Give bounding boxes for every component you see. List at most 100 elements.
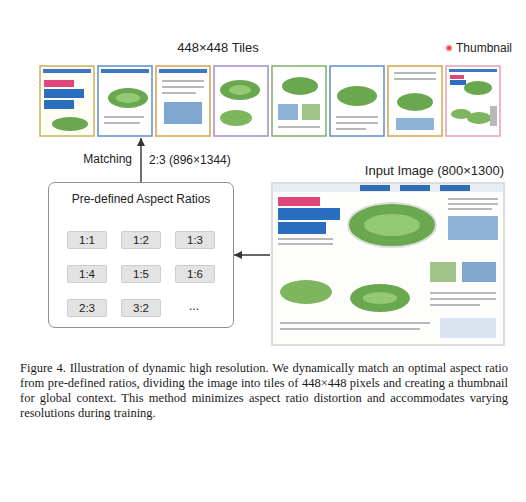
tile-bar [159, 69, 207, 73]
image-tab [440, 185, 470, 191]
tile-text [490, 106, 497, 126]
ratio-text: 1:2 [133, 232, 149, 248]
heading-text: Input Image (800×1300) [270, 163, 506, 178]
image-text [448, 198, 498, 200]
image-bar [273, 184, 503, 192]
image-text [448, 208, 492, 210]
tile-image [156, 66, 210, 136]
ratio-text: 1:3 [187, 232, 203, 248]
ratio-text: 2:3 [79, 300, 95, 316]
tile-frame [40, 66, 94, 136]
tile-image [98, 66, 152, 136]
tile-frame [156, 66, 210, 136]
ratio-panel: Pre-defined Aspect Ratios1:11:21:31:41:5… [48, 182, 234, 328]
tile-frame [388, 66, 442, 136]
ratio-box: 1:4 [67, 265, 107, 283]
image-stadium [363, 292, 397, 304]
tile-stadium [464, 81, 492, 95]
tile-photo [164, 102, 202, 124]
ratio-text: 1:6 [187, 266, 203, 282]
tile-text [336, 116, 378, 118]
ellipsis-label: ... [174, 299, 214, 313]
tile-text [278, 126, 320, 128]
image-text [280, 328, 420, 330]
image-text [430, 292, 496, 294]
tile-text [336, 128, 366, 130]
ratio-box: 3:2 [121, 299, 161, 317]
tile-text [394, 72, 436, 74]
tile-text [162, 80, 204, 82]
matching-label: Matching [60, 152, 132, 166]
tile-text [336, 122, 378, 124]
tile-frame [272, 66, 326, 136]
tile-photo [302, 104, 320, 120]
image-text [280, 322, 430, 324]
arrow-connector [140, 138, 141, 182]
tile-photo [278, 104, 298, 120]
heading-text: 448×448 Tiles [38, 40, 398, 55]
tile-stadium [282, 77, 318, 95]
tile-title [450, 75, 464, 79]
image-text [448, 203, 498, 205]
heading-text: Pre-defined Aspect Ratios [72, 192, 211, 206]
thumbnail-label: Thumbnail [456, 41, 516, 55]
tile-title [44, 89, 84, 98]
tile-text [162, 86, 204, 88]
image-frame [272, 183, 504, 345]
tile-photo [396, 118, 434, 130]
image-text [430, 298, 496, 300]
edge-label: 2:3 (896×1344) [147, 153, 233, 167]
image-stadium [280, 280, 332, 304]
tile-frame [98, 66, 152, 136]
tile-bar [101, 69, 149, 73]
tile-frame [214, 66, 268, 136]
tile-image [330, 66, 384, 136]
ratio-box: 1:5 [121, 265, 161, 283]
tile-image [214, 66, 268, 136]
ratio-box: 2:3 [67, 299, 107, 317]
tile-text [104, 122, 140, 124]
tile-stadium [229, 85, 251, 95]
tile-stadium [220, 80, 260, 100]
thumbnail-image [446, 66, 500, 136]
tile-stadium [108, 88, 148, 108]
image-stadium [364, 214, 420, 236]
image-photo [448, 216, 498, 240]
tile-text [104, 116, 144, 118]
input-image [272, 183, 504, 345]
tile-text [162, 92, 196, 94]
ratio-box: 1:6 [175, 265, 215, 283]
image-stadium [348, 203, 436, 247]
ratio-box: 1:3 [175, 231, 215, 249]
tile-title [44, 100, 74, 109]
tile-bar [449, 69, 497, 72]
tile-image [40, 66, 94, 136]
tile-stadium [220, 110, 252, 126]
ratio-text: 1:5 [133, 266, 149, 282]
image-photo [462, 262, 496, 282]
input-image-block: Input Image (800×1300) [270, 163, 506, 346]
tile-image [388, 66, 442, 136]
tile-frame [446, 66, 500, 136]
image-title [278, 222, 326, 234]
image-text [278, 243, 333, 245]
tile-title [450, 80, 466, 85]
image-title [278, 197, 320, 206]
ratio-text: 1:4 [79, 266, 95, 282]
tile-stadium [337, 86, 377, 106]
tile-stadium [52, 117, 88, 131]
figure-caption: Figure 4. Illustration of dynamic high r… [20, 361, 508, 421]
ratio-text: 3:2 [133, 300, 149, 316]
image-photo [430, 262, 456, 282]
ratio-box: 1:2 [121, 231, 161, 249]
tile-bar [43, 69, 91, 73]
image-tab [360, 185, 390, 191]
image-text [278, 238, 333, 240]
tile-stadium [116, 93, 140, 103]
tile-frame [330, 66, 384, 136]
tile-stadium [397, 93, 433, 111]
arrow-connector [234, 254, 270, 255]
tiles-block: 448×448 Tiles [38, 40, 504, 138]
image-stadium [350, 284, 410, 312]
tile-image [272, 66, 326, 136]
